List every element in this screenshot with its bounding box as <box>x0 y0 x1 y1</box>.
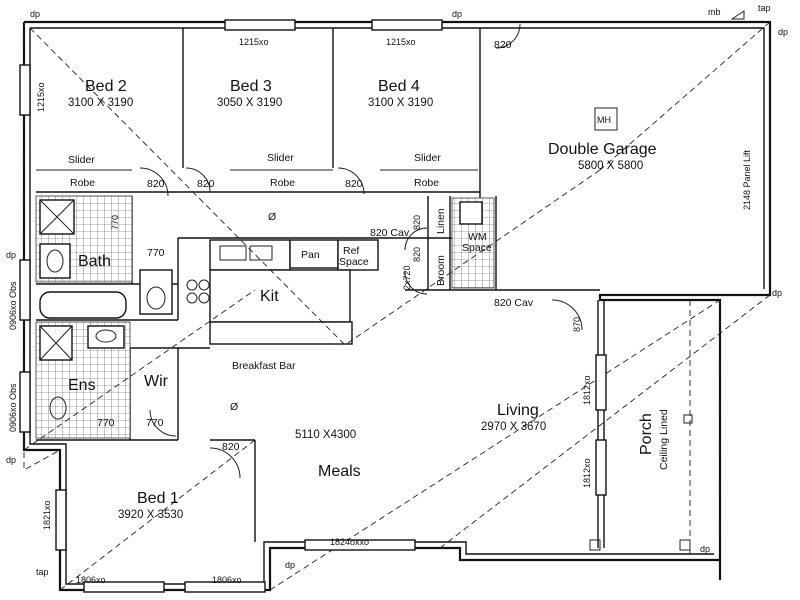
room-name-meals: Meals <box>318 463 361 480</box>
dp-label: dp <box>700 544 710 554</box>
symbols <box>589 10 745 551</box>
room-name-bed3: Bed 3 <box>230 78 272 95</box>
room-name-wm-2: Space <box>462 242 492 254</box>
room-name-wir: Wir <box>144 373 169 390</box>
dp-label: dp <box>452 9 462 19</box>
slider-label-bed2: Slider <box>68 154 95 166</box>
light-symbol-hall: Ø <box>268 211 276 223</box>
meter-box-label: MH <box>597 115 611 125</box>
room-name-pan: Pan <box>301 249 320 261</box>
window-dim-bath: 0906xo Obs <box>8 281 18 330</box>
window-dim-meals: 1824oxxo <box>330 537 369 547</box>
room-name-bed2: Bed 2 <box>85 78 127 95</box>
robe-label-bed4: Robe <box>414 177 439 189</box>
door-dim-living: 870 <box>572 317 582 332</box>
room-size-garage: 5800 X 5800 <box>578 160 643 172</box>
window-dim-bed1-a: 1806xo <box>76 575 106 585</box>
room-name-ref-1: Ref <box>343 245 359 257</box>
room-labels: Bed 2 3100 X 3190 Bed 3 3050 X 3190 Bed … <box>68 78 670 521</box>
dimension-labels: 1215xo 1215xo 1215xo 820 820 820 820 820… <box>8 37 592 585</box>
panel-lift-label: 2148 Panel Lift <box>742 149 752 210</box>
wet-areas <box>35 195 495 439</box>
roof-lines <box>23 21 771 591</box>
window-dim-bed2: 1215xo <box>36 82 46 112</box>
room-name-bed1: Bed 1 <box>137 490 179 507</box>
dp-label: dp <box>772 288 782 298</box>
door-dim-bath-horiz: 770 <box>147 247 165 259</box>
room-name-bath: Bath <box>78 253 111 270</box>
dp-label: dp <box>285 560 295 570</box>
slider-label-bed3: Slider <box>267 152 294 164</box>
room-name-bed4: Bed 4 <box>378 78 420 95</box>
room-size-meals: 5110 X4300 <box>295 429 356 441</box>
windows <box>19 19 607 593</box>
room-name-porch: Porch <box>638 413 655 455</box>
dp-label: dp <box>6 250 16 260</box>
room-name-ens: Ens <box>68 377 96 394</box>
service-labels: dp dp dp dp dp dp dp dp tap tap mb <box>6 3 788 577</box>
door-dim-wir: 770 <box>146 417 164 429</box>
tap-label: tap <box>758 3 771 13</box>
light-symbol-meals: Ø <box>230 401 238 413</box>
door-dim-linen: 820 Cav <box>370 227 410 239</box>
door-dim-bed3: 820 <box>197 178 215 190</box>
slider-label-bed4: Slider <box>414 152 441 164</box>
door-dim-laundry: 820 Cav <box>494 297 534 309</box>
doors <box>139 23 583 479</box>
tap-label: tap <box>36 567 49 577</box>
room-name-broom: Broom <box>435 255 447 286</box>
door-dim-broom: 820 <box>412 247 422 262</box>
door-dim-ens: 770 <box>97 417 115 429</box>
robe-label-bed3: Robe <box>270 177 295 189</box>
room-name-wm-1: WM <box>468 231 487 243</box>
door-dim-bed4: 820 <box>345 178 363 190</box>
door-dim-bath: 770 <box>110 215 120 230</box>
room-name-living: Living <box>497 402 539 419</box>
window-dim-bed3: 1215xo <box>239 37 269 47</box>
mb-label: mb <box>708 7 721 17</box>
room-note-porch: Ceiling Lined <box>658 409 670 470</box>
door-dim-bed1: 820 <box>222 441 240 453</box>
window-dim-living-2: 1812xo <box>582 458 592 488</box>
room-size-bed1: 3920 X 3530 <box>118 509 183 521</box>
window-dim-bed1-b: 1806xo <box>212 575 242 585</box>
door-dim-bed2: 820 <box>147 178 165 190</box>
room-name-linen: Linen <box>435 208 447 234</box>
door-dim-garage: 820 <box>494 39 512 51</box>
window-dim-bed1-side: 1821xo <box>42 500 52 530</box>
dp-label: dp <box>6 455 16 465</box>
room-name-garage: Double Garage <box>548 141 657 158</box>
window-dim-ens: 0906xo Obs <box>8 383 18 432</box>
room-size-bed2: 3100 X 3190 <box>68 97 133 109</box>
window-dim-living-1: 1812xo <box>582 375 592 405</box>
room-size-bed4: 3100 X 3190 <box>368 97 433 109</box>
room-size-bed3: 3050 X 3190 <box>217 97 282 109</box>
dp-label: dp <box>30 9 40 19</box>
interior-walls <box>36 28 605 548</box>
room-name-kit: Kit <box>260 288 279 305</box>
window-dim-bed4: 1215xo <box>386 37 416 47</box>
fixture-labels: Slider Robe Slider Robe Slider Robe Brea… <box>68 115 752 413</box>
dp-label: dp <box>778 27 788 37</box>
kitchen-benches <box>186 239 379 345</box>
breakfast-bar-label: Breakfast Bar <box>232 360 296 372</box>
door-dim-linen-vert: 820 <box>412 215 422 230</box>
robe-label-bed2: Robe <box>70 177 95 189</box>
room-name-ref-2: Space <box>339 256 369 268</box>
room-size-living: 2970 X 3670 <box>481 421 546 433</box>
door-dim-broom-2x720: 2x720 <box>402 265 412 290</box>
